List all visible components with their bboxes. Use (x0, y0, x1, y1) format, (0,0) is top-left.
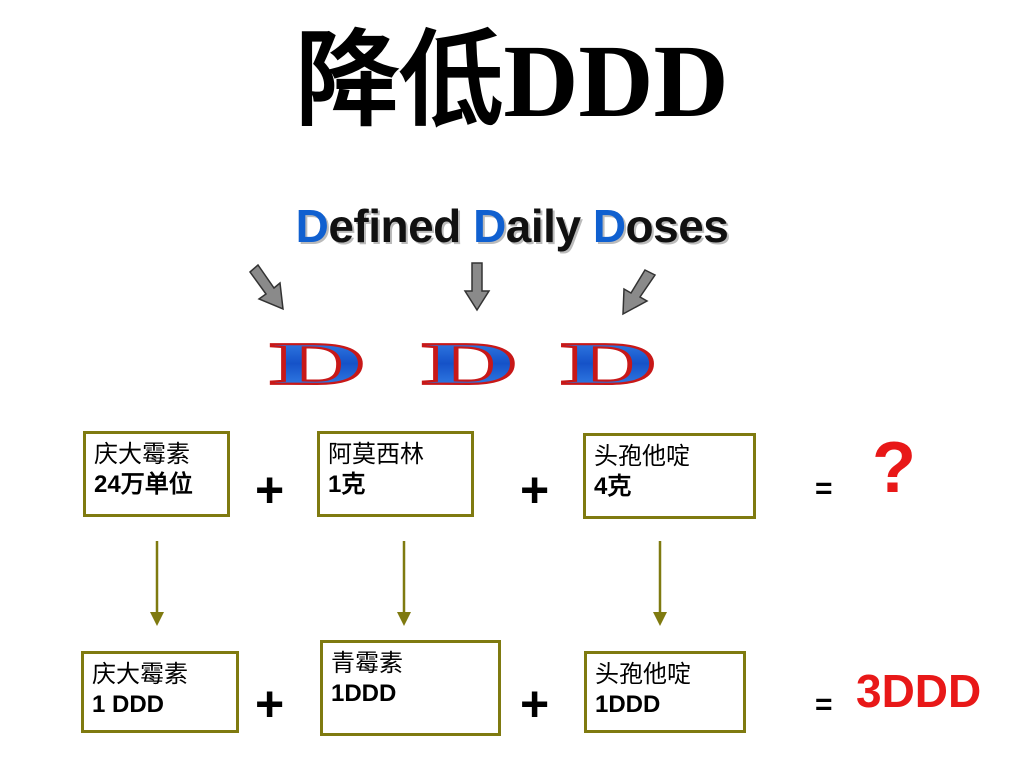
drug-dose: 1克 (328, 471, 366, 498)
ddd-logo-letter-3: D (561, 330, 658, 397)
ddd-logo-letter-1: D (270, 330, 367, 397)
drug-name: 头孢他啶 (595, 661, 691, 688)
drug-box-gentamicin-ddd: 庆大霉素 1 DDD (81, 651, 239, 733)
gray-arrow-left (248, 263, 284, 311)
drug-ddd: 1 DDD (92, 691, 165, 718)
drug-dose: 24万单位 (94, 471, 193, 498)
olive-arrow-1 (150, 541, 164, 626)
drug-box-amoxicillin-dose: 阿莫西林 1克 (317, 431, 474, 517)
drug-name: 青霉素 (331, 650, 403, 677)
page-title: 降低DDD (295, 24, 729, 139)
subtitle-word-2: aily (505, 200, 581, 252)
subtitle-initial-2: D (473, 200, 506, 252)
drug-box-gentamicin-dose: 庆大霉素 24万单位 (83, 431, 230, 517)
olive-arrow-2 (397, 541, 411, 626)
subtitle: Defined Daily Doses (0, 196, 1024, 256)
plus-sign: + (520, 676, 550, 732)
plus-sign: + (255, 462, 285, 518)
result-value: 3DDD (856, 665, 982, 717)
equals-sign: = (815, 472, 833, 505)
drug-name: 阿莫西林 (328, 441, 424, 468)
gray-arrow-middle (463, 262, 491, 312)
gray-arrow-right (622, 269, 657, 316)
drug-box-penicillin-ddd: 青霉素 1DDD (320, 640, 501, 736)
drug-dose: 4克 (594, 473, 632, 500)
drug-box-ceftazidime-dose: 头孢他啶 4克 (583, 433, 756, 519)
plus-sign: + (520, 462, 550, 518)
drug-name: 庆大霉素 (94, 441, 190, 468)
drug-box-ceftazidime-ddd: 头孢他啶 1DDD (584, 651, 746, 733)
subtitle-word-1: efined (328, 200, 461, 252)
drug-name: 头孢他啶 (594, 443, 690, 470)
subtitle-initial-1: D (295, 200, 329, 252)
subtitle-word-3: oses (625, 200, 729, 252)
question-mark: ? (872, 428, 916, 508)
drug-name: 庆大霉素 (92, 661, 188, 688)
subtitle-initial-3: D (592, 200, 626, 252)
ddd-logo-letter-2: D (422, 330, 519, 397)
drug-ddd: 1DDD (595, 691, 661, 718)
olive-arrow-3 (653, 541, 667, 626)
equals-sign: = (815, 688, 833, 721)
plus-sign: + (255, 676, 285, 732)
drug-ddd: 1DDD (331, 680, 397, 707)
